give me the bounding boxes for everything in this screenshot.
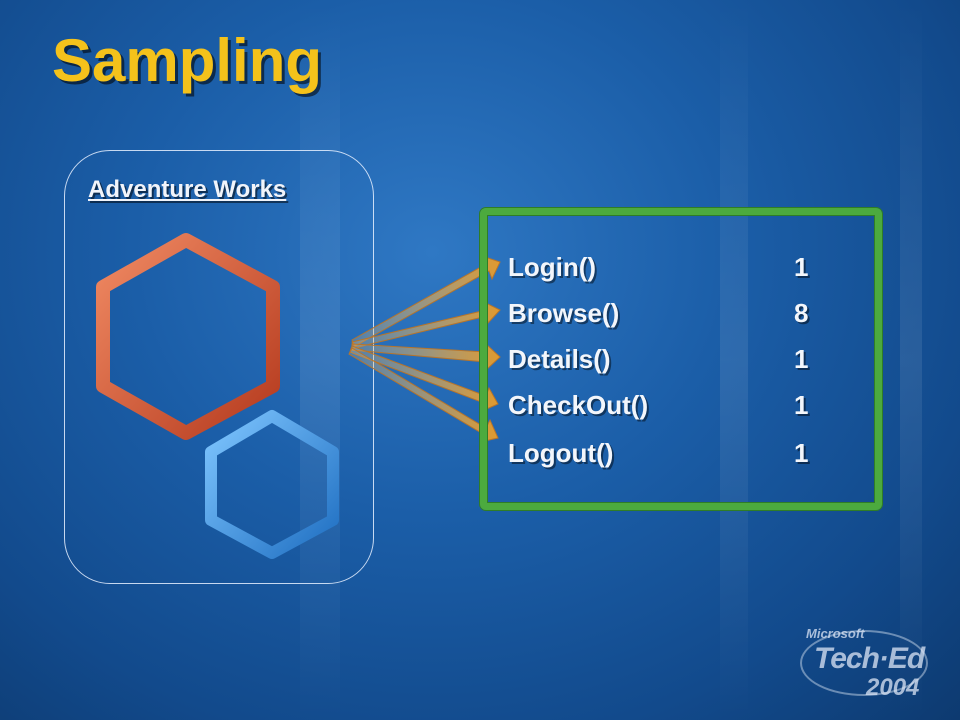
blue-hexagon-icon (205, 410, 339, 559)
method-name: Login() (508, 252, 597, 282)
method-name: Logout() (508, 438, 614, 468)
logo-ring (800, 630, 928, 696)
logo-brand: Microsoft (806, 626, 865, 641)
list-item: Logout() 1 (508, 438, 808, 469)
call-count: 1 (794, 344, 809, 374)
panel-title: Adventure Works (88, 176, 287, 203)
call-count: 1 (794, 252, 809, 282)
list-item: Browse() 8 (508, 298, 808, 329)
teched-logo: Microsoft Tech·Ed 2004 (800, 624, 930, 704)
list-item: Login() 1 (508, 252, 808, 283)
logo-year: 2004 (866, 674, 920, 701)
call-count: 8 (794, 298, 809, 328)
list-item: Details() 1 (508, 344, 808, 375)
method-name: Browse() (508, 298, 620, 328)
arrow-browse-icon (351, 301, 501, 349)
logo-event: Tech·Ed (814, 642, 925, 675)
call-count: 1 (794, 438, 809, 468)
method-name: Details() (508, 344, 611, 374)
call-count: 1 (794, 390, 809, 420)
slide-title: Sampling (52, 27, 323, 94)
method-name: CheckOut() (508, 390, 649, 420)
method-call-box (480, 208, 882, 510)
call-arrows (348, 255, 501, 443)
list-item: CheckOut() 1 (508, 390, 808, 421)
arrow-login-icon (351, 255, 501, 347)
red-hexagon-icon (96, 233, 280, 440)
